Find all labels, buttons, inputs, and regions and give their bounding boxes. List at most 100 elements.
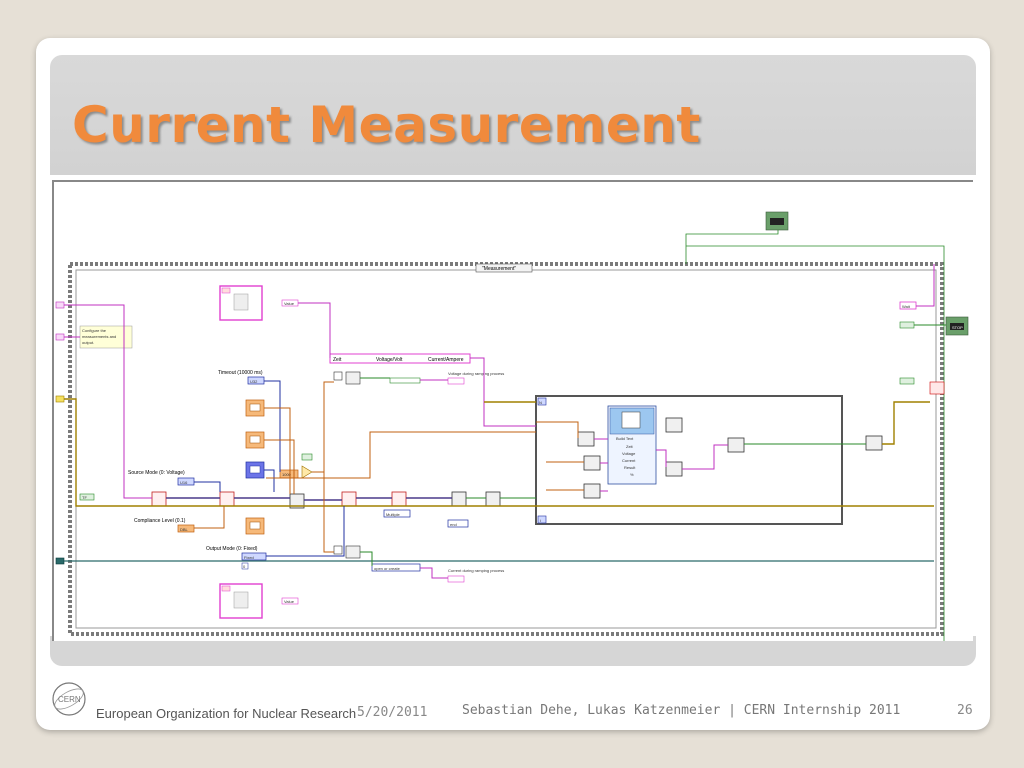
wire-green-right <box>686 245 945 641</box>
wire-error-main <box>64 398 934 507</box>
for-loop-iteration-label: i <box>540 518 541 523</box>
index-array-zeit[interactable] <box>577 431 595 447</box>
voltage-value-label: Value <box>284 301 295 306</box>
current-array-element <box>233 591 249 609</box>
for-loop-iteration <box>537 515 547 524</box>
voltage-ramping-terminal <box>447 377 465 385</box>
header-field-current: Current/Ampere <box>428 357 464 363</box>
current-ramping-label: Current during ramping process <box>448 568 504 573</box>
subvi-config-source[interactable] <box>219 491 235 507</box>
cern-logo-orbit <box>54 688 84 710</box>
slide-bottom-band <box>50 636 976 666</box>
file-write-node[interactable] <box>485 491 501 507</box>
index-array-current[interactable] <box>583 483 601 499</box>
comment-line-1: Configure the <box>82 328 107 333</box>
format-value-node[interactable] <box>665 417 683 433</box>
current-ramping-terminal <box>447 575 465 583</box>
stop-control-right-face <box>950 323 964 330</box>
labview-block-diagram: "Measurement" Wait STOP Configure the me… <box>52 180 973 641</box>
for-loop-count-label: N <box>539 400 542 405</box>
error-handler-right[interactable] <box>929 381 945 395</box>
compliance-value: DBL <box>180 527 189 532</box>
wire-blue-3 <box>264 469 275 492</box>
end-enum[interactable] <box>447 519 469 528</box>
subvi-config-compliance[interactable] <box>341 491 357 507</box>
current-value-unbundle <box>281 597 299 605</box>
constant-1000-label: 1000 <box>282 472 292 477</box>
current-array-index <box>221 585 231 592</box>
output-mode-zero <box>241 562 249 570</box>
close-file-node[interactable] <box>865 435 883 451</box>
numeric-control-4-face <box>249 521 261 530</box>
header-field-zeit: Zeit <box>333 357 342 363</box>
numeric-control-2-face <box>249 435 261 444</box>
voltage-file-ref <box>389 377 421 384</box>
build-text-item-zeit: Zeit <box>626 444 634 449</box>
open-create-label: open or create <box>374 566 401 571</box>
file-open-node[interactable] <box>451 491 467 507</box>
wire-source-mode <box>194 481 221 492</box>
multiple-enum[interactable] <box>383 509 411 518</box>
voltage-array-element <box>233 293 249 311</box>
build-text-glyph <box>621 411 641 429</box>
footer-organization: European Organization for Nuclear Resear… <box>96 706 357 721</box>
subvi-chain <box>151 491 407 509</box>
footer-page-number: 26 <box>957 703 973 718</box>
output-mode-zero-label: 0 <box>243 564 246 569</box>
end-enum-label: end <box>450 522 457 527</box>
header-field-voltage: Voltage/Volt <box>376 357 403 363</box>
build-text-item-voltage: Voltage <box>622 451 636 456</box>
slide-title: Current Measurement <box>72 96 701 154</box>
timeout-label: Timeout (10000 ms) <box>218 370 263 376</box>
concat-string-node[interactable] <box>665 461 683 477</box>
divide-node <box>301 465 313 479</box>
wire-wait <box>916 264 935 307</box>
comment-line-2: measurements and <box>82 334 116 339</box>
build-path-top[interactable] <box>345 371 361 385</box>
current-value-label: Value <box>284 599 295 604</box>
wire-error-out <box>882 401 930 445</box>
left-terminal-4 <box>55 557 65 565</box>
case-selector-label: "Measurement" <box>482 266 516 272</box>
wire-orange-bottom <box>323 472 334 553</box>
wire-zeit-array <box>266 431 536 479</box>
stop-label: STOP <box>952 325 963 330</box>
boolean-constant-mid <box>899 377 915 385</box>
wire-path-bottom <box>360 551 373 566</box>
wire-current-ramp <box>420 567 448 579</box>
wire-header-to-loop <box>470 357 536 427</box>
subvi-bundle[interactable] <box>289 493 305 509</box>
wire-concat-out <box>682 444 728 470</box>
write-text-node[interactable] <box>727 437 745 453</box>
wire-pink-1 <box>64 304 152 499</box>
comment-line-3: output. <box>82 340 94 345</box>
wire-loop-in-1 <box>536 421 579 438</box>
build-text-item-percent: % <box>630 472 634 477</box>
for-loop-count <box>537 397 547 406</box>
index-array-voltage[interactable] <box>583 455 601 471</box>
path-const-bottom <box>333 545 343 555</box>
cern-logo: CERN <box>50 680 88 718</box>
cern-logo-ring <box>52 682 86 716</box>
source-mode-value: U16 <box>180 480 188 485</box>
wire-orange-2 <box>264 439 295 494</box>
cern-logo-text: CERN <box>58 695 81 704</box>
wire-header <box>298 302 331 358</box>
block-diagram-svg: "Measurement" Wait STOP Configure the me… <box>55 211 969 641</box>
subvi-init[interactable] <box>151 491 167 507</box>
footer-authors: Sebastian Dehe, Lukas Katzenmeier | CERN… <box>462 703 901 718</box>
output-mode-label: Output Mode (0: Fixed) <box>206 546 258 552</box>
case-selector[interactable] <box>475 263 533 273</box>
timeout-value: U32 <box>250 379 258 384</box>
wire-timeout <box>264 380 281 472</box>
boolean-constant-enable-label: TF <box>82 495 87 500</box>
for-loop-frame <box>535 395 843 525</box>
multiple-enum-label: Multiple <box>386 512 401 517</box>
subvi-config-output[interactable] <box>391 491 407 507</box>
boolean-constant-enable <box>79 493 95 501</box>
voltage-ramping-label: Voltage during ramping process <box>448 371 504 376</box>
output-mode-value: Fixed <box>244 555 254 560</box>
build-path-bottom[interactable] <box>345 545 361 559</box>
cern-logo-svg: CERN <box>52 682 86 716</box>
compliance-label: Compliance Level (0.1) <box>134 518 186 524</box>
